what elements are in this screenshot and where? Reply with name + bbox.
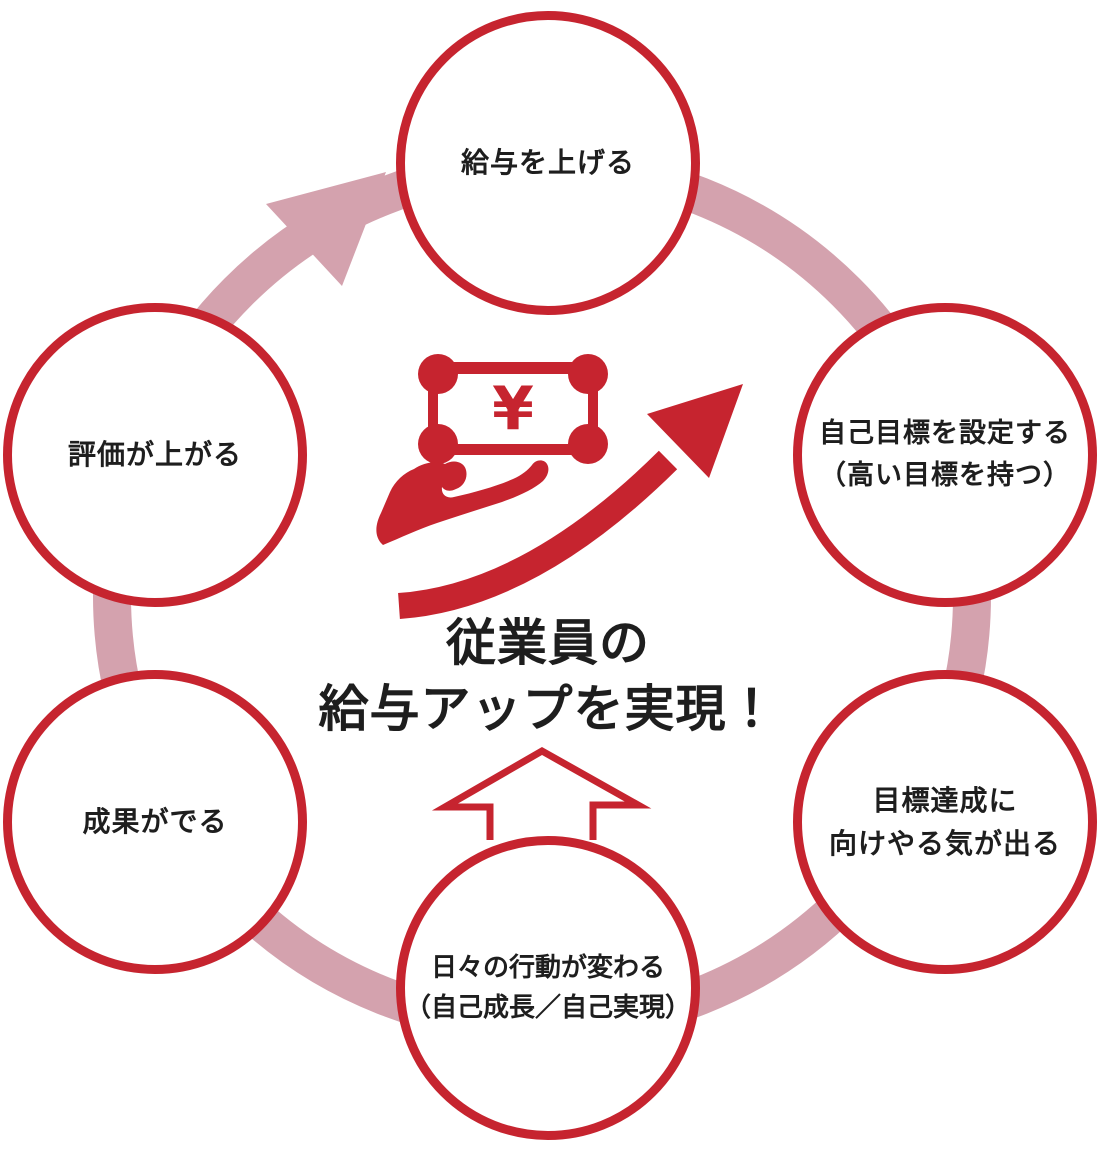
node-label: 目標達成に 向けやる気が出る bbox=[828, 783, 1061, 860]
up-arrow-icon bbox=[431, 746, 652, 840]
yen-symbol: ¥ bbox=[492, 374, 534, 444]
node-daily-actions: 日々の行動が変わる （自己成長／自己実現） bbox=[396, 836, 700, 1140]
node-label: 給与を上げる bbox=[460, 146, 635, 180]
cycle-arrowhead-icon bbox=[266, 172, 386, 286]
node-label: 日々の行動が変わる （自己成長／自己実現） bbox=[405, 952, 692, 1023]
node-label: 自己目標を設定する （高い目標を持つ） bbox=[819, 418, 1071, 491]
node-results: 成果がでる bbox=[3, 670, 307, 974]
node-set-goals: 自己目標を設定する （高い目標を持つ） bbox=[793, 303, 1097, 607]
rising-arrow-icon bbox=[398, 384, 743, 619]
node-raise-salary: 給与を上げる bbox=[396, 11, 700, 315]
center-title: 従業員の 給与アップを実現！ bbox=[248, 610, 848, 742]
node-label: 評価が上がる bbox=[67, 438, 242, 472]
node-evaluation: 評価が上がる bbox=[3, 303, 307, 607]
yen-banknote-icon: ¥ bbox=[418, 354, 608, 464]
node-motivation: 目標達成に 向けやる気が出る bbox=[793, 670, 1097, 974]
center-title-line1: 従業員の bbox=[446, 614, 650, 672]
center-title-line2: 給与アップを実現！ bbox=[318, 680, 778, 738]
node-label: 成果がでる bbox=[82, 805, 228, 839]
hand-icon bbox=[376, 460, 549, 545]
